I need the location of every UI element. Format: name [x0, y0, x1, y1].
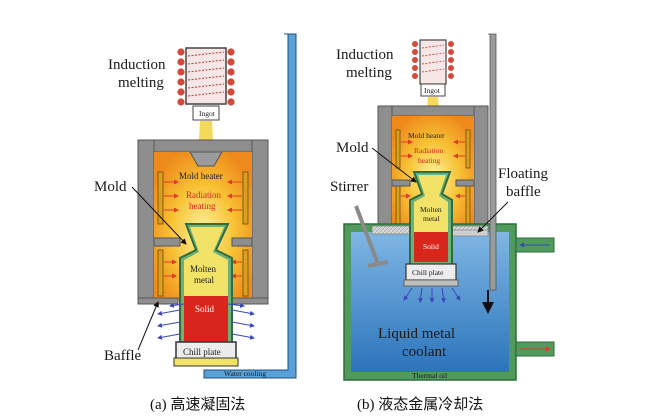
ingot-label-b: Ingot — [424, 86, 441, 95]
induction-label-a-2: melting — [118, 75, 164, 91]
solid-label-b: Solid — [423, 242, 439, 251]
solid-region-a — [184, 296, 228, 346]
ingot-label-a: Ingot — [199, 109, 216, 118]
caption-b: (b) 液态金属冷却法 — [357, 396, 483, 413]
radiation-label-b-2: heating — [418, 156, 440, 165]
panel-a: Ingot Mold heater Radiation heating — [94, 33, 297, 413]
chill-plate-label-a: Chill plate — [183, 347, 221, 357]
furnace-wall-b — [377, 105, 489, 231]
induction-label-a-1: Induction — [108, 57, 166, 73]
thermal-oil-label-b: Thermal oil — [412, 371, 447, 380]
radiation-label-a-2: heating — [189, 201, 216, 211]
baffle-label-a: Baffle — [104, 348, 142, 364]
caption-a: (a) 高速凝固法 — [150, 396, 245, 413]
induction-coil-icon — [177, 47, 235, 121]
induction-label-b-1: Induction — [336, 47, 394, 63]
stirrer-icon — [354, 205, 389, 268]
solid-region-b — [414, 232, 448, 262]
water-pipe-a — [203, 33, 297, 379]
baffle-a — [137, 237, 269, 305]
floating-label-b-1: Floating — [498, 166, 549, 182]
panel-b: Ingot Mold heater Radiation heating — [330, 33, 555, 413]
floating-label-b-2: baffle — [506, 184, 541, 200]
molten-label-a-1: Molten — [190, 264, 216, 274]
radiation-label-b-1: Radiation — [414, 146, 443, 155]
molten-label-b-1: Molten — [420, 205, 442, 214]
molten-label-a-2: metal — [194, 275, 214, 285]
stirrer-label-b: Stirrer — [330, 179, 368, 195]
induction-coil-icon — [412, 39, 454, 97]
mold-heater-label-a: Mold heater — [179, 171, 223, 181]
heater-elements-a — [157, 171, 249, 297]
mold-heater-label-b: Mold heater — [408, 131, 445, 140]
coolant-label-b-2: coolant — [402, 344, 447, 360]
water-cooling-label-a: Water cooling — [224, 369, 266, 378]
chill-plate-label-b: Chill plate — [412, 268, 444, 277]
molten-label-b-2: metal — [423, 214, 440, 223]
water-pipe-b — [488, 33, 497, 291]
induction-label-b-2: melting — [346, 65, 392, 81]
coolant-label-b-1: Liquid metal — [378, 326, 455, 342]
radiation-label-a-1: Radiation — [186, 190, 221, 200]
mold-label-a: Mold — [94, 179, 127, 195]
mold-label-b: Mold — [336, 140, 369, 156]
solid-label-a: Solid — [195, 304, 215, 314]
